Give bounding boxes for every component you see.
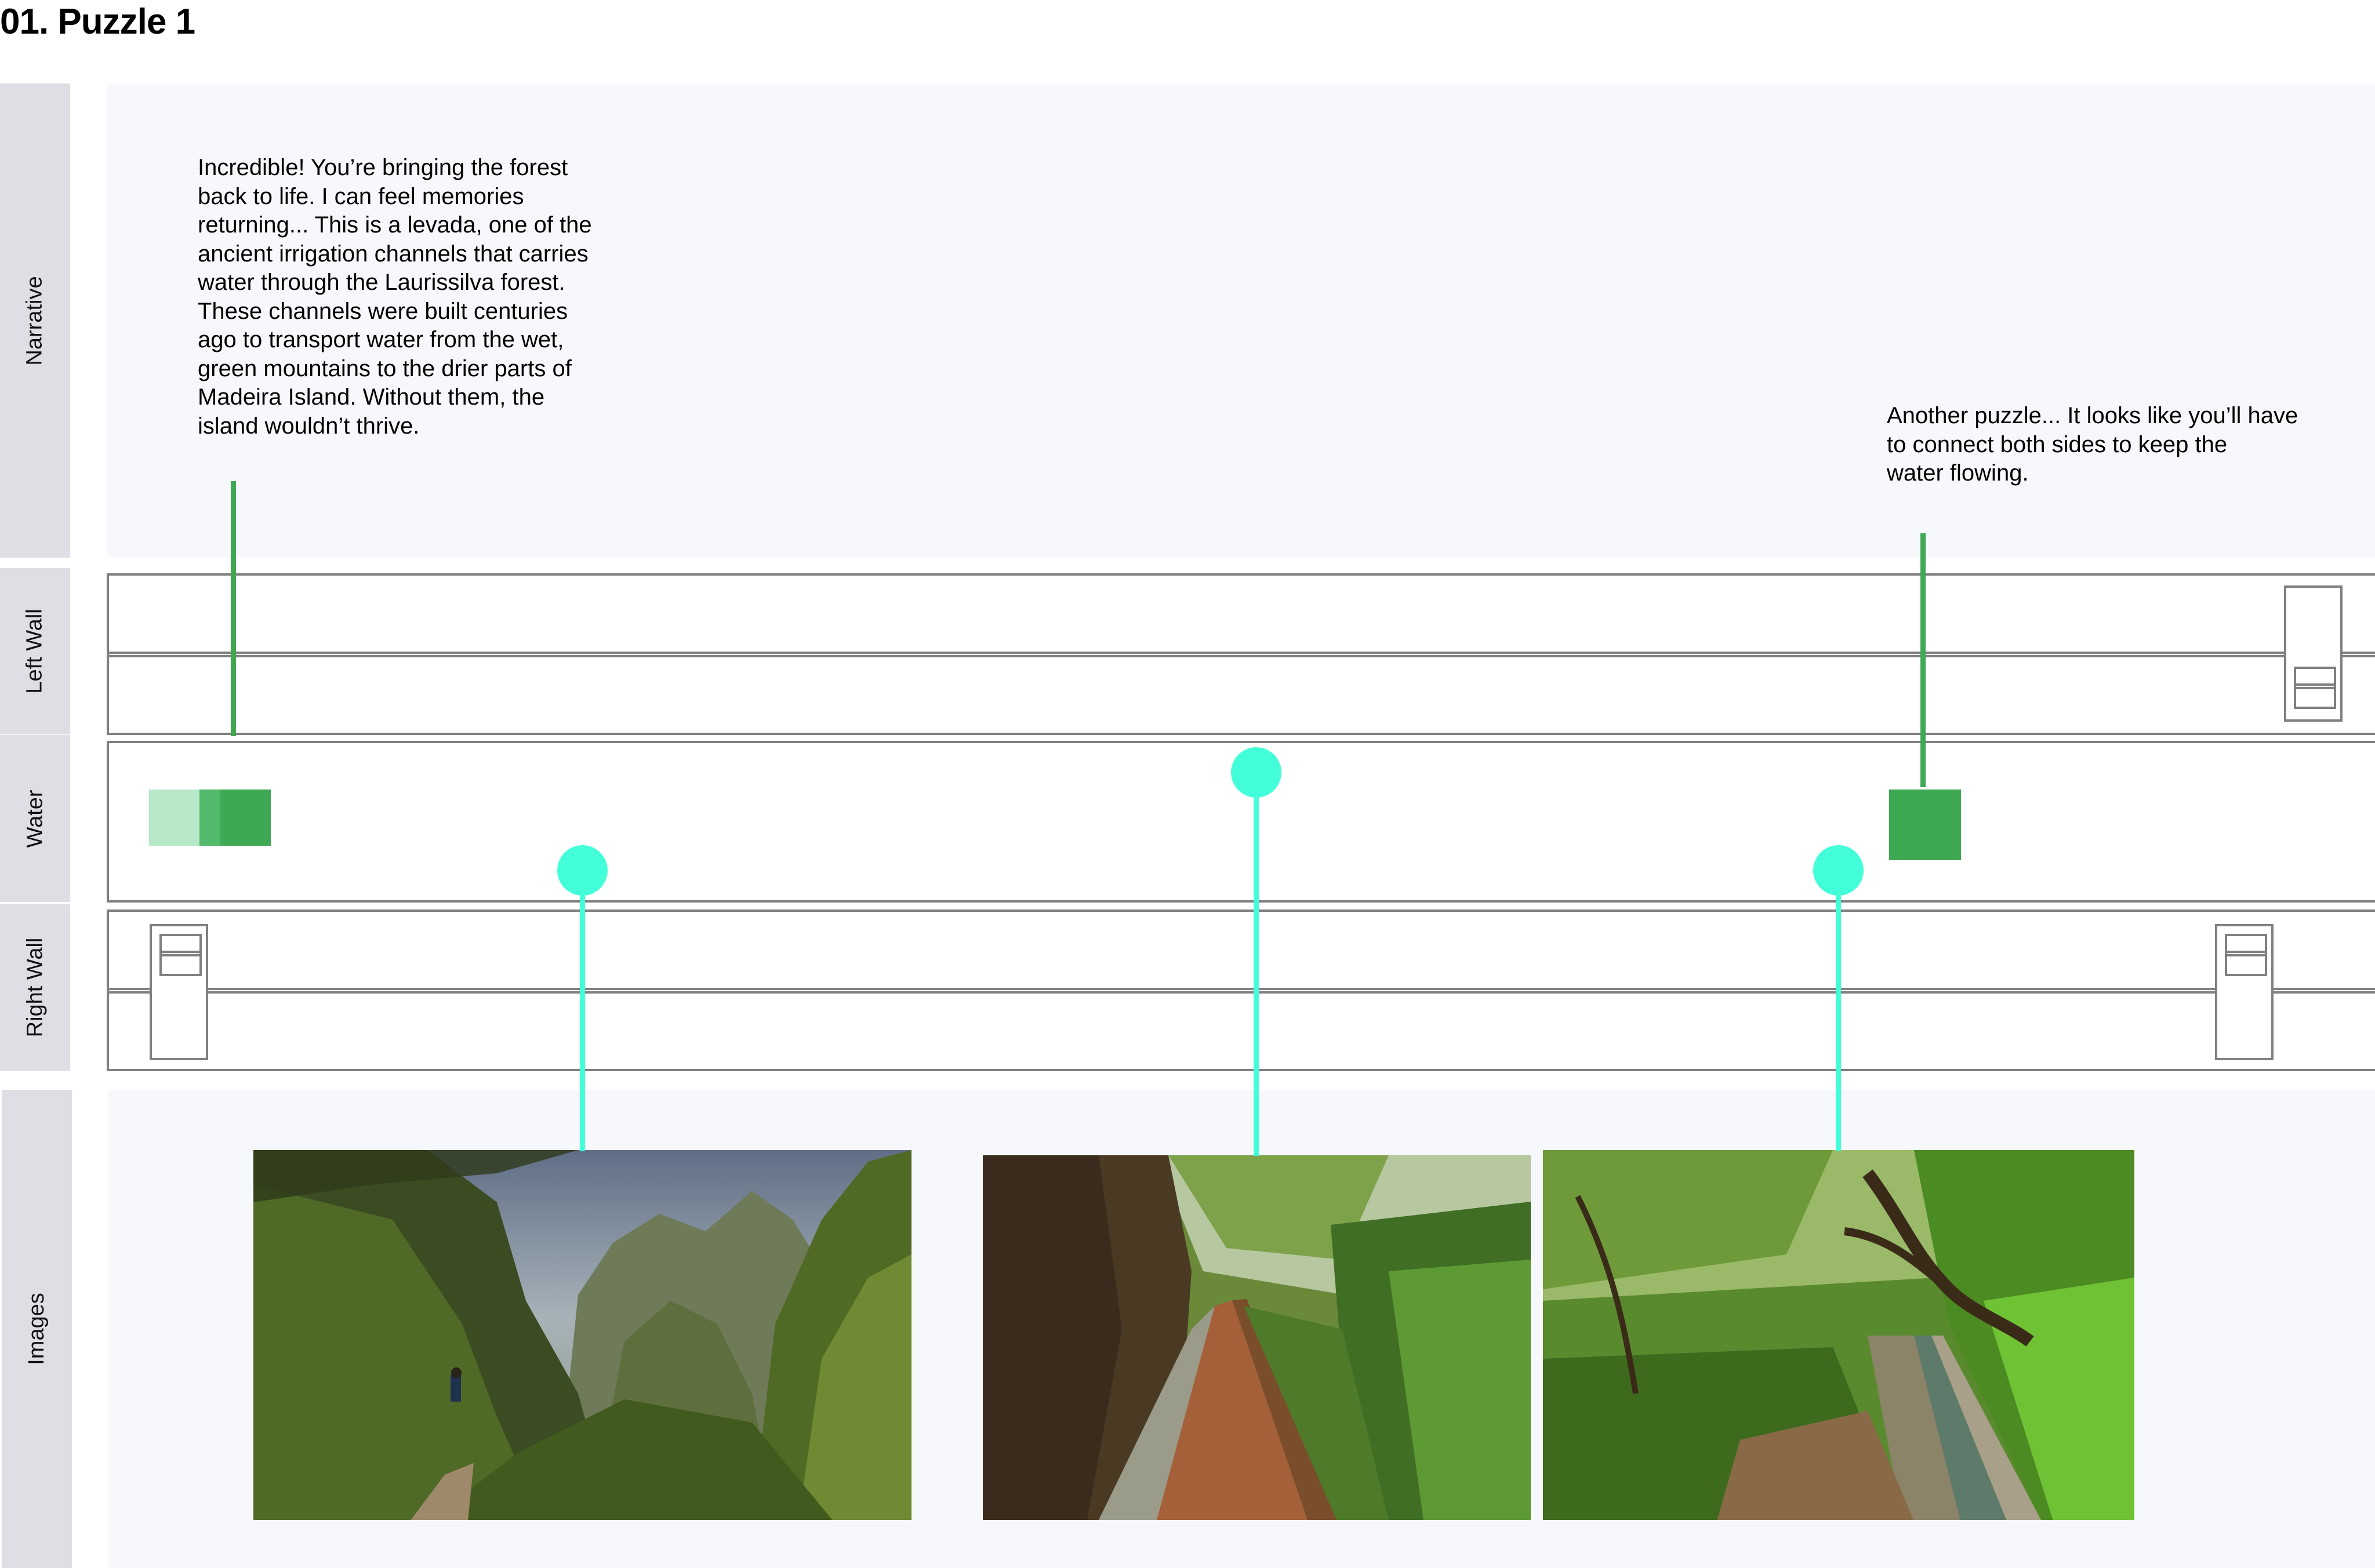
- narrative-note-2: Another puzzle... It looks like you’ll h…: [1887, 403, 2298, 486]
- left-wall-track: [107, 573, 2375, 735]
- water-block-1[interactable]: [149, 790, 271, 846]
- narrative-panel: [107, 83, 2375, 558]
- water-block-2[interactable]: [1889, 790, 1961, 860]
- image-marker-3[interactable]: [1813, 845, 1864, 896]
- image-marker-1[interactable]: [557, 845, 608, 896]
- water-segment-mid: [199, 790, 220, 846]
- lane-label-left-wall: Left Wall: [0, 568, 70, 734]
- lane-label-text: Right Wall: [23, 937, 47, 1038]
- image-marker-stem-3: [1836, 870, 1841, 1151]
- gate-grill-icon: [2294, 667, 2336, 709]
- narrative-connector-1: [231, 481, 236, 736]
- lane-label-narrative: Narrative: [0, 83, 70, 558]
- wall-gate[interactable]: [2284, 585, 2343, 722]
- water-segment-dark: [220, 790, 271, 846]
- wall-rail: [109, 652, 2375, 657]
- narrative-note-1: Incredible! You’re bringing the forest b…: [198, 155, 592, 439]
- image-marker-stem-1: [580, 870, 585, 1151]
- lane-label-images: Images: [2, 1090, 72, 1568]
- narrative-connector-2: [1920, 533, 1926, 787]
- gate-grill-icon: [2225, 934, 2267, 976]
- wall-gate-left[interactable]: [150, 924, 208, 1060]
- wall-gate-right[interactable]: [2215, 924, 2274, 1060]
- lane-label-water: Water: [0, 735, 70, 902]
- image-marker-2[interactable]: [1231, 747, 1281, 798]
- water-segment-light: [149, 790, 199, 846]
- wall-rail: [109, 988, 2375, 994]
- lane-label-text: Images: [24, 1293, 49, 1365]
- levada-photo-1[interactable]: [253, 1150, 911, 1520]
- lane-label-right-wall: Right Wall: [0, 904, 70, 1071]
- lane-label-text: Left Wall: [23, 609, 48, 694]
- page-title: 01. Puzzle 1: [0, 2, 195, 42]
- lane-label-text: Water: [23, 790, 47, 847]
- levada-photo-3[interactable]: [1543, 1150, 2134, 1520]
- levada-photo-2[interactable]: [983, 1155, 1531, 1520]
- gate-grill-icon: [159, 934, 202, 976]
- image-marker-stem-2: [1254, 772, 1259, 1156]
- right-wall-track: [107, 909, 2375, 1071]
- lane-label-text: Narrative: [23, 275, 47, 366]
